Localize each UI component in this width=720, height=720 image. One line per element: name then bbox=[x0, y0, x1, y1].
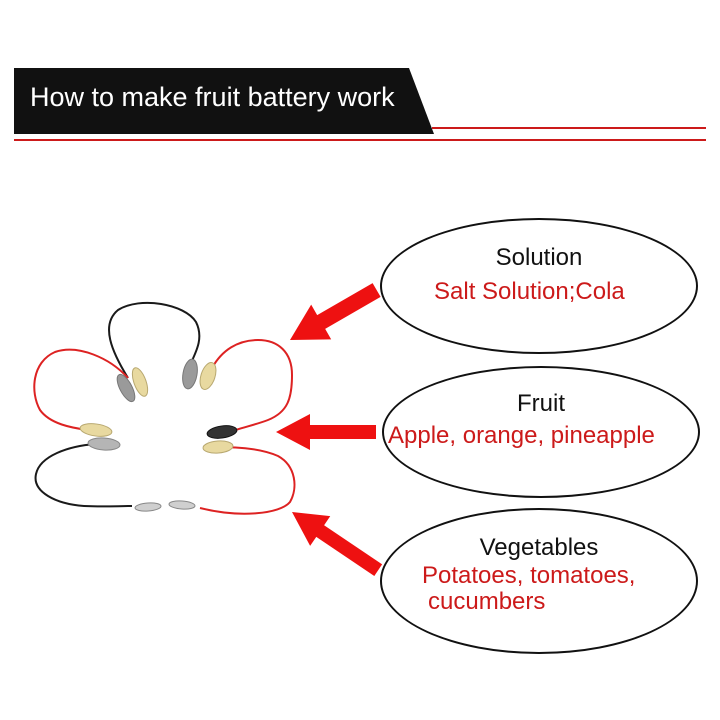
alligator-clip-icon bbox=[202, 425, 238, 454]
banner-shape bbox=[14, 68, 434, 134]
alligator-clip-icon bbox=[116, 367, 149, 403]
wire-red-left bbox=[33, 348, 129, 431]
vegetables-text-line2: cucumbers bbox=[428, 588, 546, 615]
fruit-heading: Fruit bbox=[517, 390, 565, 417]
wire-red-bottom-right bbox=[199, 446, 296, 515]
alligator-clip-icon bbox=[134, 500, 196, 512]
red-arrow-icon bbox=[290, 283, 381, 340]
vegetables-bubble: Vegetables Potatoes, tomatoes, cucumbers bbox=[380, 508, 698, 654]
fruit-bubble: Fruit Apple, orange, pineapple bbox=[382, 366, 700, 498]
vegetables-text-line1: Potatoes, tomatoes, bbox=[422, 562, 636, 589]
solution-text: Salt Solution;Cola bbox=[434, 278, 625, 305]
page-title: How to make fruit battery work bbox=[30, 82, 395, 112]
alligator-clip-icon bbox=[79, 423, 121, 451]
wire-red-top-right bbox=[211, 338, 294, 433]
red-arrow-icon bbox=[276, 414, 376, 450]
solution-heading: Solution bbox=[495, 244, 583, 271]
header-banner: How to make fruit battery work bbox=[14, 68, 454, 134]
red-arrow-icon bbox=[292, 512, 383, 576]
fruit-text: Apple, orange, pineapple bbox=[388, 422, 655, 449]
solution-bubble: Solution Salt Solution;Cola bbox=[380, 218, 698, 354]
wire-black-bottom-left bbox=[34, 443, 133, 508]
alligator-clip-icon bbox=[182, 358, 217, 390]
header-rule-lines bbox=[14, 127, 706, 141]
vegetables-heading: Vegetables bbox=[479, 534, 599, 561]
wire-black-top bbox=[108, 301, 201, 379]
